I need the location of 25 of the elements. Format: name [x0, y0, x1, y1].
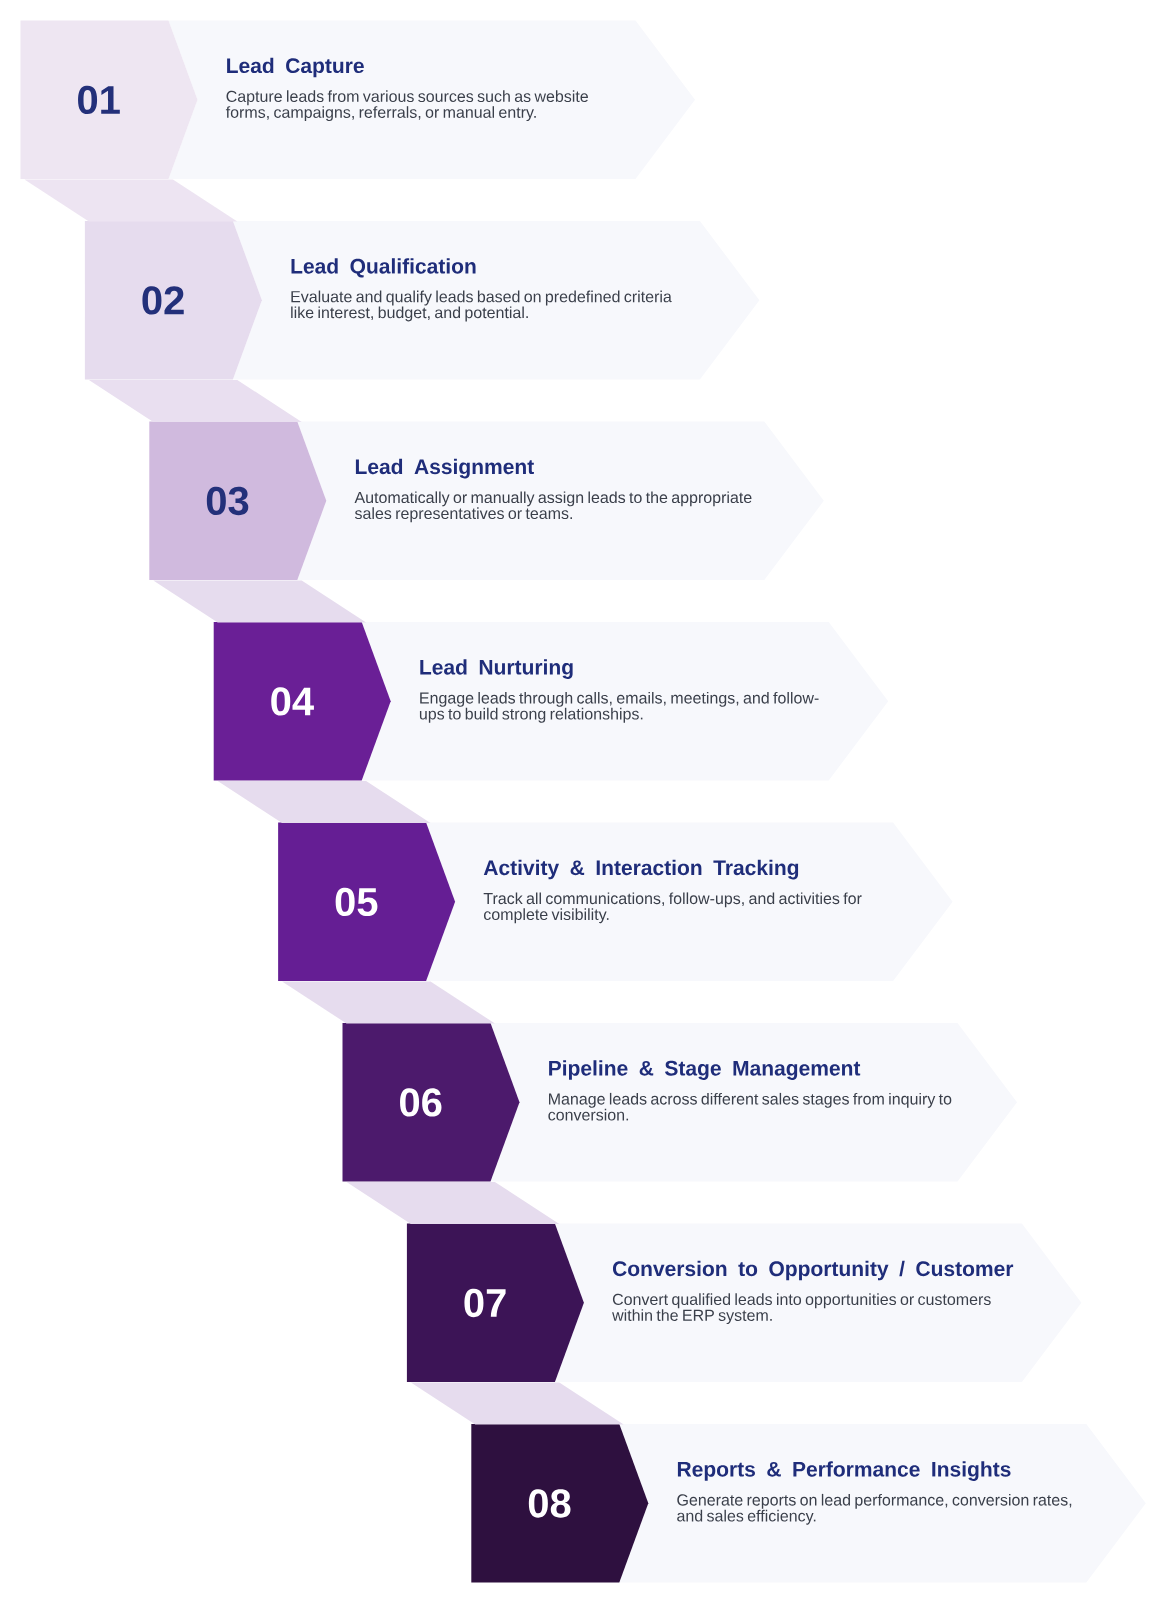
step-number-badge: 03 [149, 421, 327, 580]
node-label: 02 [142, 286, 184, 315]
step-number-badge: 05 [278, 822, 456, 981]
step-card: Reports & Performance Insights Generate reports on lead performance, conversion rates, and sales efficiency. [619, 1424, 1146, 1583]
connector-band [410, 1382, 624, 1425]
node-label: 01 [78, 85, 120, 115]
step-number-badge: 01 [20, 20, 198, 179]
step-card: Activity & Interaction Tracking Track all communications, follow-ups, and activities for complete visibility. [426, 822, 953, 981]
step-number-badge: 04 [213, 622, 391, 781]
connector-band [24, 179, 238, 222]
step-card: Lead Capture Capture leads from various sources such as website forms, campaigns, referrals, or manual entry. [168, 20, 695, 179]
step-card: Conversion to Opportunity / Customer Convert qualified leads into opportunities or customers within the ERP system. [554, 1223, 1082, 1382]
step-number-badge: 06 [342, 1023, 520, 1182]
connector-band [88, 379, 302, 422]
step-card: Pipeline & Stage Management Manage leads across different sales stages from inquiry to conversion. [490, 1023, 1017, 1182]
step-number-badge: 07 [406, 1223, 584, 1382]
step-card: Lead Nurturing Engage leads through calls, emails, meetings, and follow-ups to build strong relationships. [361, 622, 889, 781]
connector-band [153, 580, 367, 623]
connector-band [282, 981, 495, 1024]
step-number-badge: 08 [471, 1424, 649, 1583]
connector-band [217, 780, 431, 823]
step-card: Lead Assignment Automatically or manually assign leads to the appropriate sales representatives or teams. [297, 421, 824, 580]
step-card: Lead Qualification Evaluate and qualify leads based on predefined criteria like interest, budget, and potential. [232, 221, 760, 380]
step-number-badge: 02 [84, 221, 262, 380]
connector-band [346, 1181, 560, 1224]
